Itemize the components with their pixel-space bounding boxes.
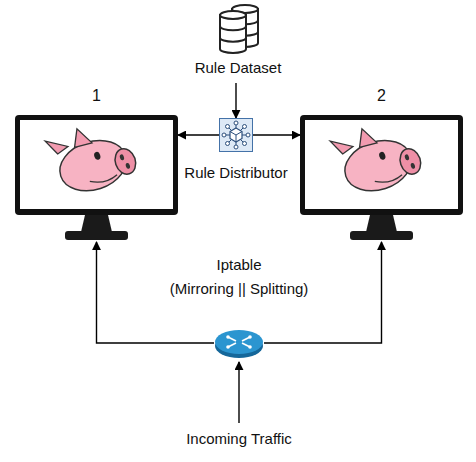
monitor-snort: 2 [300,115,463,242]
router-icon-graphic [214,328,264,358]
monitor-snort-graphic [300,115,463,242]
flow-arrow [178,134,219,135]
rule-distributor-icon: Rule Distributor [219,118,253,152]
node-label: Rule Dataset [195,59,282,76]
router-icon: Iptable(Mirroring || Splitting) [214,328,264,358]
database-icon-graphic [188,3,288,55]
node-label: (Mirroring || Splitting) [170,280,309,297]
callout-number: 1 [92,87,101,105]
node-label: Iptable [216,256,261,273]
node-label: Rule Distributor [184,164,287,181]
rule-distributor-icon-graphic [219,118,253,152]
input-label: Incoming Traffic [186,430,292,447]
incoming-arrow [238,362,239,423]
monitor-snort: 1 [15,115,178,242]
callout-number: 2 [377,87,386,105]
flow-arrow [253,134,300,135]
monitor-snort-graphic [15,115,178,242]
database-icon: Rule Dataset [188,3,288,83]
flow-arrow [235,83,236,118]
